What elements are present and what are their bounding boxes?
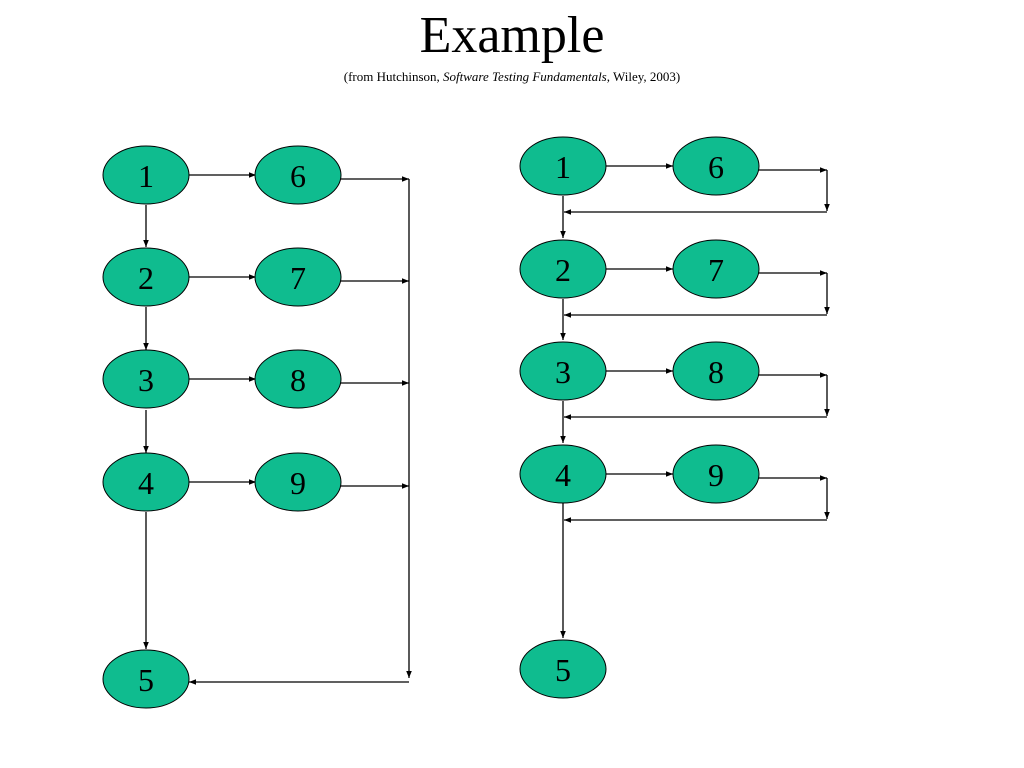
node-label: 7 bbox=[708, 252, 724, 288]
left-node-8: 8 bbox=[254, 349, 342, 409]
node-label: 9 bbox=[708, 457, 724, 493]
subtitle-prefix: (from Hutchinson, bbox=[343, 69, 444, 84]
right-flow-graph: 1 2 3 4 5 6 7 8 9 bbox=[519, 136, 830, 699]
node-label: 2 bbox=[138, 260, 154, 296]
node-label: 5 bbox=[138, 662, 154, 698]
left-node-6: 6 bbox=[254, 145, 342, 205]
node-label: 8 bbox=[708, 354, 724, 390]
left-node-9: 9 bbox=[254, 452, 342, 512]
left-node-2: 2 bbox=[102, 247, 190, 307]
left-flow-graph: 1 2 3 4 5 6 7 8 9 bbox=[102, 145, 412, 709]
left-node-7: 7 bbox=[254, 247, 342, 307]
right-node-6: 6 bbox=[672, 136, 760, 196]
right-node-1: 1 bbox=[519, 136, 607, 196]
left-node-3: 3 bbox=[102, 349, 190, 409]
slide-subtitle: (from Hutchinson, Software Testing Funda… bbox=[0, 69, 1024, 85]
node-label: 5 bbox=[555, 652, 571, 688]
node-label: 6 bbox=[290, 158, 306, 194]
right-node-4: 4 bbox=[519, 444, 607, 504]
right-node-9: 9 bbox=[672, 444, 760, 504]
right-node-8: 8 bbox=[672, 341, 760, 401]
node-label: 6 bbox=[708, 149, 724, 185]
node-label: 1 bbox=[555, 149, 571, 185]
right-node-3: 3 bbox=[519, 341, 607, 401]
left-node-1: 1 bbox=[102, 145, 190, 205]
node-label: 8 bbox=[290, 362, 306, 398]
node-label: 7 bbox=[290, 260, 306, 296]
left-node-4: 4 bbox=[102, 452, 190, 512]
slide-title: Example bbox=[419, 7, 605, 64]
node-label: 4 bbox=[138, 465, 154, 501]
right-node-5: 5 bbox=[519, 639, 607, 699]
subtitle-book-title: Software Testing Fundamentals bbox=[443, 69, 607, 84]
node-label: 4 bbox=[555, 457, 571, 493]
right-node-2: 2 bbox=[519, 239, 607, 299]
left-node-5: 5 bbox=[102, 649, 190, 709]
node-label: 3 bbox=[138, 362, 154, 398]
node-label: 9 bbox=[290, 465, 306, 501]
right-edges bbox=[560, 163, 830, 638]
left-edges bbox=[143, 172, 412, 685]
node-label: 3 bbox=[555, 354, 571, 390]
node-label: 2 bbox=[555, 252, 571, 288]
subtitle-suffix: , Wiley, 2003) bbox=[606, 69, 681, 84]
right-node-7: 7 bbox=[672, 239, 760, 299]
node-label: 1 bbox=[138, 158, 154, 194]
